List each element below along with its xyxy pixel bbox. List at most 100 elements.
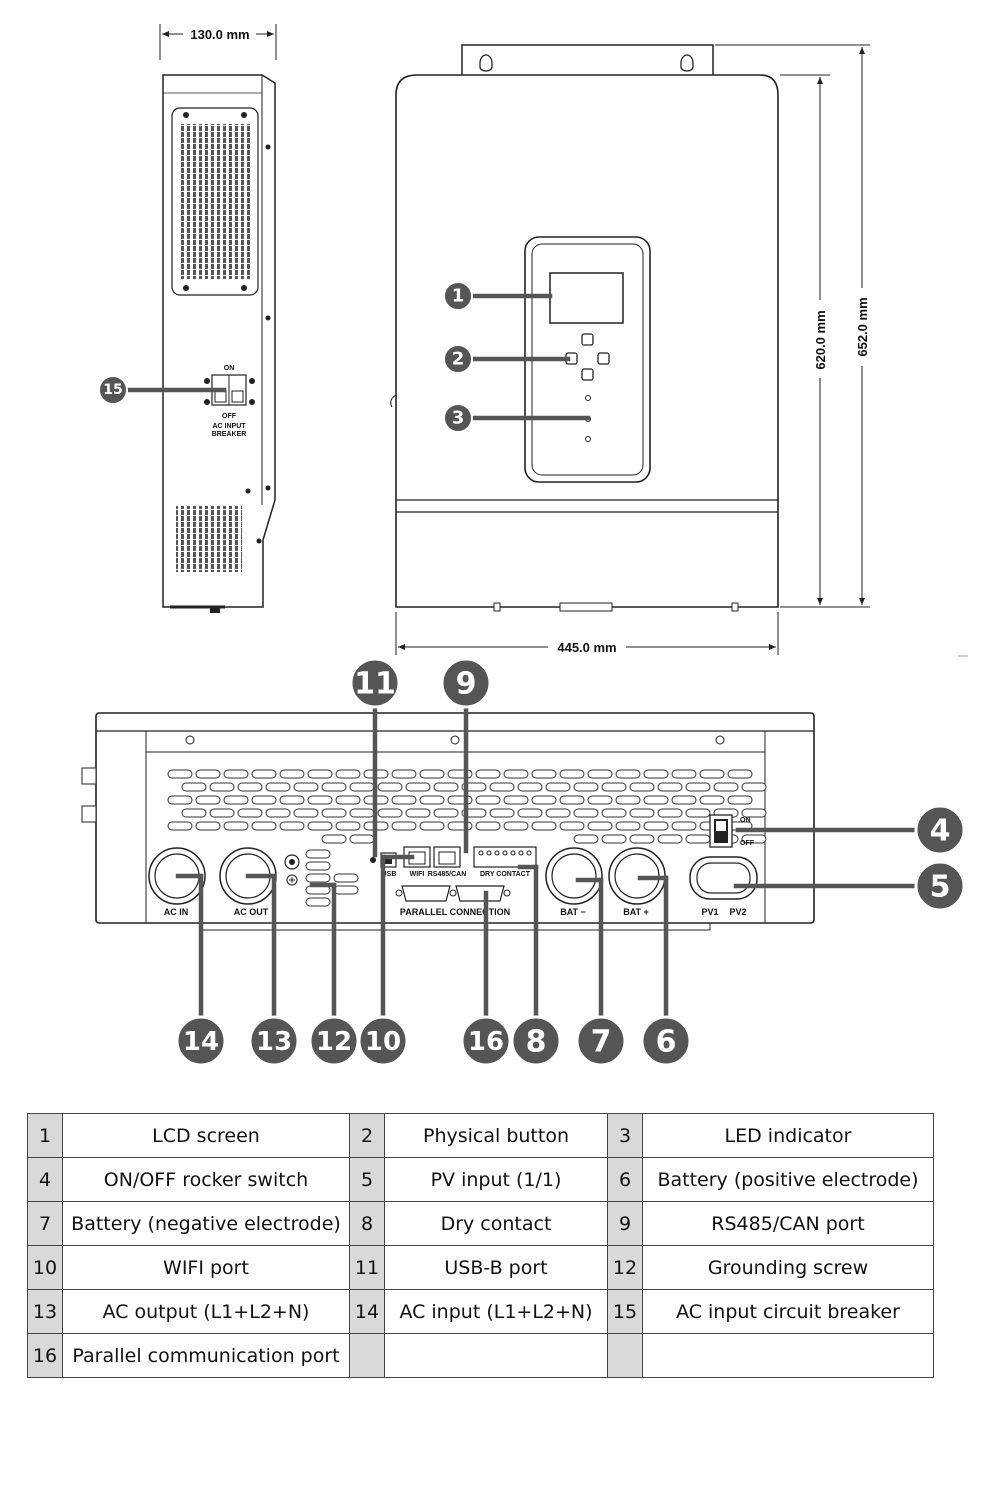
front-view: 445.0 mm 620.0 mm 652.0 mm — [390, 44, 968, 657]
svg-text:PV2: PV2 — [729, 907, 746, 917]
dry-contact-pin — [518, 850, 524, 856]
vent-slot — [209, 782, 235, 792]
vent-slot — [307, 821, 333, 831]
vent-slot — [685, 834, 711, 844]
callouts: 1 2 3 15 11 9 4 5 14 13 12 10 16 8 7 6 — [98, 281, 966, 1067]
height-body-dimension: 620.0 mm — [813, 310, 828, 369]
svg-text:16: 16 — [468, 1027, 504, 1057]
vent-slot — [489, 808, 515, 818]
vent-slot — [305, 873, 331, 883]
svg-text:BREAKER: BREAKER — [212, 431, 247, 438]
vent-slot — [251, 769, 277, 779]
dry-contact-pin — [494, 850, 500, 856]
svg-text:8: 8 — [526, 1025, 547, 1060]
legend-number: 1 — [27, 1113, 63, 1158]
svg-text:11: 11 — [354, 667, 396, 702]
legend-number: 9 — [607, 1201, 643, 1246]
rocker-switch[interactable]: ON OFF — [709, 814, 755, 848]
legend-number — [607, 1333, 643, 1378]
legend-label: Grounding screw — [642, 1245, 934, 1290]
vent-slot — [405, 782, 431, 792]
vent-slot — [573, 808, 599, 818]
legend-label — [384, 1333, 608, 1378]
vent-slot — [333, 885, 359, 895]
vent-slot — [615, 769, 641, 779]
vent-slot — [727, 769, 753, 779]
vent-slot — [195, 821, 221, 831]
vent-slot — [321, 782, 347, 792]
callout-1: 1 — [443, 281, 473, 311]
vent-slot — [531, 769, 557, 779]
vent-slot — [573, 834, 599, 844]
callout-7: 7 — [575, 1015, 627, 1067]
callout-12: 12 — [308, 1015, 360, 1067]
callout-14: 14 — [175, 1015, 227, 1067]
vent-slot — [349, 782, 375, 792]
vent-slot — [419, 769, 445, 779]
vent-slot — [629, 808, 655, 818]
vent-slot — [685, 808, 711, 818]
svg-text:USB: USB — [382, 871, 397, 878]
dry-contact-pin — [486, 850, 492, 856]
legend-number: 16 — [27, 1333, 63, 1378]
legend-label: Battery (negative electrode) — [62, 1201, 350, 1246]
vent-slot — [321, 808, 347, 818]
vent-slot — [643, 795, 669, 805]
vent-slot — [587, 769, 613, 779]
vent-slot — [181, 808, 207, 818]
bottom-view: AC IN AC OUT USB WIFI — [81, 712, 815, 931]
callout-16: 16 — [460, 1015, 512, 1067]
legend-number: 13 — [27, 1289, 63, 1334]
legend-number: 12 — [607, 1245, 643, 1290]
vent-slot — [335, 769, 361, 779]
battery-negative-port: BAT − — [545, 847, 603, 917]
depth-dimension: 130.0 mm — [190, 27, 249, 42]
vent-slot — [559, 769, 585, 779]
legend-label: Parallel communication port — [62, 1333, 350, 1378]
legend-label: LED indicator — [642, 1113, 934, 1158]
svg-text:12: 12 — [316, 1027, 352, 1057]
legend-number: 2 — [349, 1113, 385, 1158]
width-dimension: 445.0 mm — [557, 640, 616, 655]
side-vent-bottom — [176, 506, 242, 572]
svg-text:6: 6 — [656, 1025, 677, 1060]
vent-slot — [643, 769, 669, 779]
svg-text:RS485/CAN: RS485/CAN — [428, 871, 467, 878]
vent-slot — [587, 821, 613, 831]
legend-number: 11 — [349, 1245, 385, 1290]
grounding-screw — [284, 854, 300, 886]
vent-slot — [335, 821, 361, 831]
vent-slot — [251, 821, 277, 831]
vent-slot — [279, 795, 305, 805]
svg-text:2: 2 — [452, 349, 465, 370]
vent-slot — [643, 821, 669, 831]
callout-6: 6 — [640, 1015, 692, 1067]
callout-2: 2 — [443, 344, 473, 374]
vent-slot — [195, 795, 221, 805]
callout-11: 11 — [349, 657, 401, 709]
callout-9: 9 — [440, 657, 492, 709]
svg-text:PARALLEL CONNECTION: PARALLEL CONNECTION — [400, 907, 510, 917]
svg-text:ON: ON — [224, 365, 235, 372]
dry-contact-port: DRY CONTACT — [473, 846, 537, 878]
vent-slot — [699, 795, 725, 805]
legend-number: 15 — [607, 1289, 643, 1334]
svg-text:BAT +: BAT + — [623, 907, 649, 917]
callout-15: 15 — [98, 375, 128, 405]
legend-number: 6 — [607, 1157, 643, 1202]
vent-slot — [657, 808, 683, 818]
svg-text:OFF: OFF — [222, 413, 237, 420]
svg-text:DRY CONTACT: DRY CONTACT — [480, 871, 531, 878]
vent-slot — [305, 849, 331, 859]
vent-slot — [419, 795, 445, 805]
vent-slot — [181, 782, 207, 792]
vent-slot — [335, 795, 361, 805]
vent-slot — [209, 808, 235, 818]
svg-text:7: 7 — [591, 1025, 612, 1060]
svg-text:15: 15 — [103, 382, 122, 398]
svg-text:3: 3 — [452, 408, 465, 429]
